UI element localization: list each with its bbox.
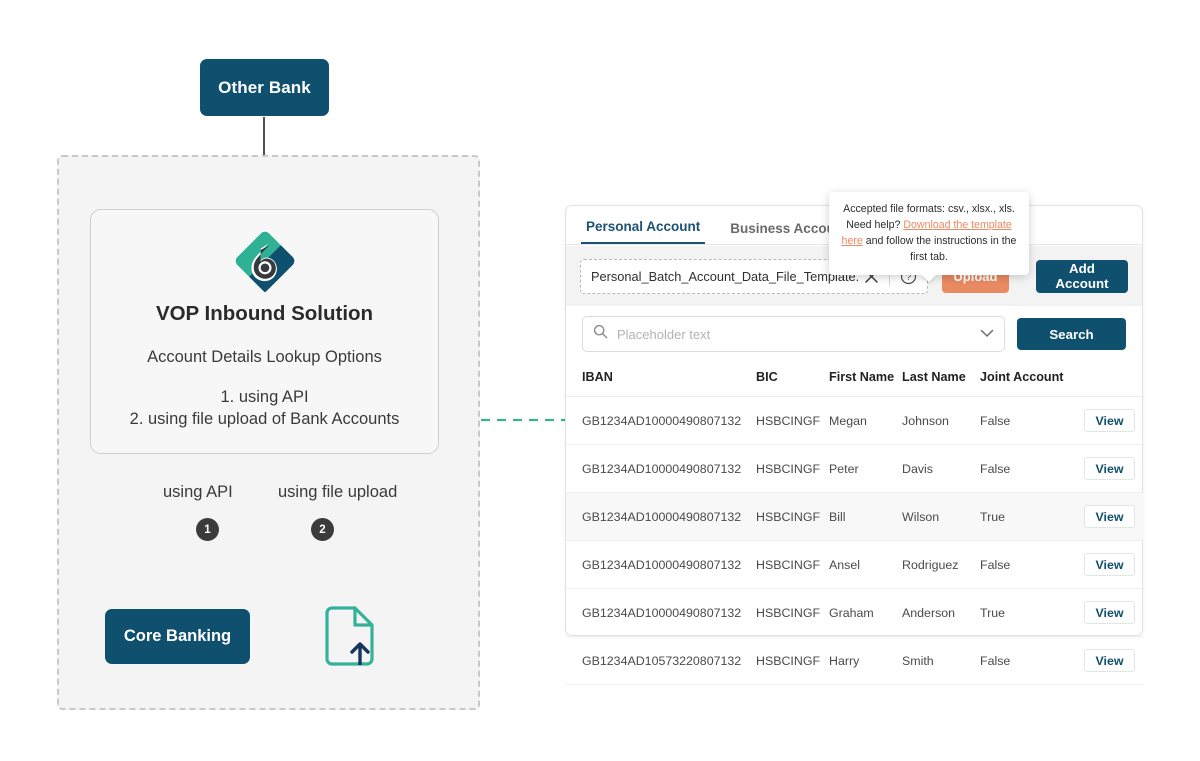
table-header-row: IBAN BIC First Name Last Name Joint Acco… <box>566 362 1144 397</box>
cell-action: View <box>1075 540 1144 589</box>
core-banking-label: Core Banking <box>123 627 232 645</box>
account-management-panel: Personal Account Business Account Person… <box>565 191 1144 685</box>
download-template-link[interactable]: Download the template <box>903 218 1012 231</box>
table-row[interactable]: GB1234AD10000490807132 HSBCINGF Ansel Ro… <box>566 540 1144 589</box>
cell-iban: GB1234AD10000490807132 <box>566 540 756 589</box>
file-format-tooltip: Accepted file formats: csv., xlsx., xls.… <box>829 191 1029 275</box>
table-row[interactable]: GB1234AD10000490807132 HSBCINGF Megan Jo… <box>566 396 1144 445</box>
view-button[interactable]: View <box>1084 457 1135 480</box>
cell-iban: GB1234AD10000490807132 <box>566 588 756 637</box>
other-bank-node: Other Bank <box>200 59 329 116</box>
column-header-joint-account: Joint Account <box>980 362 1075 397</box>
view-button[interactable]: View <box>1084 505 1135 528</box>
column-header-last-name: Last Name <box>902 362 980 397</box>
cell-joint-account: True <box>980 492 1075 541</box>
cell-last-name: Rodriguez <box>902 540 980 589</box>
accounts-table: IBAN BIC First Name Last Name Joint Acco… <box>566 362 1144 685</box>
branch-label-using-file-upload: using file upload <box>278 483 398 501</box>
column-header-first-name: First Name <box>829 362 902 397</box>
cell-bic: HSBCINGF <box>756 588 829 637</box>
cell-last-name: Anderson <box>902 588 980 637</box>
step-badge-2: 2 <box>311 518 334 541</box>
selected-file-name: Personal_Batch_Account_Data_File_Templat… <box>591 268 858 284</box>
toolbar-divider <box>889 266 890 286</box>
cell-joint-account: False <box>980 636 1075 685</box>
cell-action: View <box>1075 636 1144 685</box>
column-header-actions <box>1075 362 1144 397</box>
search-icon <box>593 324 608 344</box>
vop-card-option-1: 1. using API <box>220 388 309 406</box>
cell-bic: HSBCINGF <box>756 636 829 685</box>
table-row[interactable]: GB1234AD10000490807132 HSBCINGF Bill Wil… <box>566 492 1144 541</box>
step-badge-1: 1 <box>196 518 219 541</box>
view-button[interactable]: View <box>1084 409 1135 432</box>
tab-business-account[interactable]: Business Account <box>730 221 848 236</box>
view-button[interactable]: View <box>1084 601 1135 624</box>
cell-joint-account: False <box>980 540 1075 589</box>
cell-first-name: Ansel <box>829 540 902 589</box>
table-row[interactable]: GB1234AD10573220807132 HSBCINGF Harry Sm… <box>566 636 1144 685</box>
file-upload-toolbar: Personal_Batch_Account_Data_File_Templat… <box>566 191 1142 306</box>
column-header-bic: BIC <box>756 362 829 397</box>
vop-card-title: VOP Inbound Solution <box>155 302 374 325</box>
cell-bic: HSBCINGF <box>756 540 829 589</box>
table-row[interactable]: GB1234AD10000490807132 HSBCINGF Peter Da… <box>566 444 1144 493</box>
tooltip-line-2-prefix: Need help? <box>846 218 904 231</box>
cell-bic: HSBCINGF <box>756 492 829 541</box>
vop-inbound-solution-card: VOP Inbound Solution Account Details Loo… <box>90 209 439 454</box>
cell-iban: GB1234AD10000490807132 <box>566 396 756 445</box>
other-bank-label: Other Bank <box>218 77 311 97</box>
search-input[interactable]: Placeholder text <box>582 316 1005 352</box>
cell-bic: HSBCINGF <box>756 444 829 493</box>
cell-action: View <box>1075 588 1144 637</box>
tab-personal-account[interactable]: Personal Account <box>581 219 706 244</box>
cell-last-name: Johnson <box>902 396 980 445</box>
cell-first-name: Megan <box>829 396 902 445</box>
cell-action: View <box>1075 396 1144 445</box>
cell-first-name: Harry <box>829 636 902 685</box>
vop-card-option-2: 2. using file upload of Bank Accounts <box>129 410 400 428</box>
file-upload-icon <box>322 605 380 667</box>
cell-joint-account: False <box>980 444 1075 493</box>
core-banking-node: Core Banking <box>105 609 250 664</box>
cell-action: View <box>1075 492 1144 541</box>
chevron-down-icon[interactable] <box>980 325 994 343</box>
view-button[interactable]: View <box>1084 553 1135 576</box>
cell-action: View <box>1075 444 1144 493</box>
tooltip-line-2-suffix: and follow the instructions in the first… <box>862 234 1017 263</box>
search-toolbar: Placeholder text Search <box>566 308 1142 360</box>
cell-joint-account: True <box>980 588 1075 637</box>
cell-first-name: Graham <box>829 588 902 637</box>
search-button[interactable]: Search <box>1017 318 1126 350</box>
tooltip-line-1: Accepted file formats: csv., xlsx., xls. <box>843 202 1015 215</box>
add-account-button[interactable]: Add Account <box>1035 259 1128 293</box>
column-header-iban: IBAN <box>566 362 756 397</box>
svg-text:?: ? <box>905 272 910 283</box>
vop-card-subtitle: Account Details Lookup Options <box>147 348 382 366</box>
cell-iban: GB1234AD10000490807132 <box>566 444 756 493</box>
branch-label-using-api: using API <box>163 483 233 501</box>
cell-first-name: Peter <box>829 444 902 493</box>
cell-first-name: Bill <box>829 492 902 541</box>
cell-bic: HSBCINGF <box>756 396 829 445</box>
here-link[interactable]: here <box>841 234 863 247</box>
cell-last-name: Smith <box>902 636 980 685</box>
view-button[interactable]: View <box>1084 649 1135 672</box>
cell-joint-account: False <box>980 396 1075 445</box>
cell-iban: GB1234AD10000490807132 <box>566 492 756 541</box>
accounts-table-body: GB1234AD10000490807132 HSBCINGF Megan Jo… <box>566 396 1144 685</box>
search-placeholder: Placeholder text <box>617 326 711 342</box>
b-diamond-logo-icon <box>235 231 294 292</box>
table-row[interactable]: GB1234AD10000490807132 HSBCINGF Graham A… <box>566 588 1144 637</box>
cell-iban: GB1234AD10573220807132 <box>566 636 756 685</box>
cell-last-name: Davis <box>902 444 980 493</box>
cell-last-name: Wilson <box>902 492 980 541</box>
file-input-field[interactable]: Personal_Batch_Account_Data_File_Templat… <box>580 191 1029 294</box>
